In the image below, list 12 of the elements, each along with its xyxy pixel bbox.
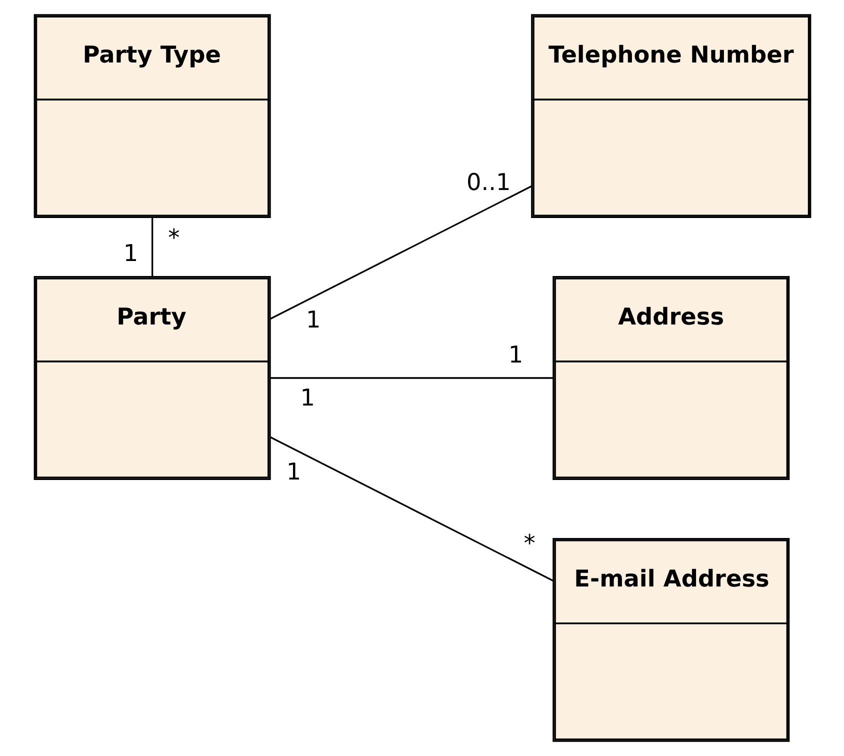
label: *: [523, 530, 535, 557]
connector: [150, 218, 153, 277]
connector: [270, 377, 553, 379]
label: 1: [122, 240, 138, 268]
label: 1: [300, 384, 315, 412]
label: *: [168, 224, 180, 252]
connector: [269, 436, 553, 582]
label: 0..1: [466, 168, 510, 196]
label: 1: [305, 306, 320, 334]
connector: [269, 185, 532, 320]
label: 1: [286, 458, 301, 486]
label: 1: [508, 342, 523, 369]
